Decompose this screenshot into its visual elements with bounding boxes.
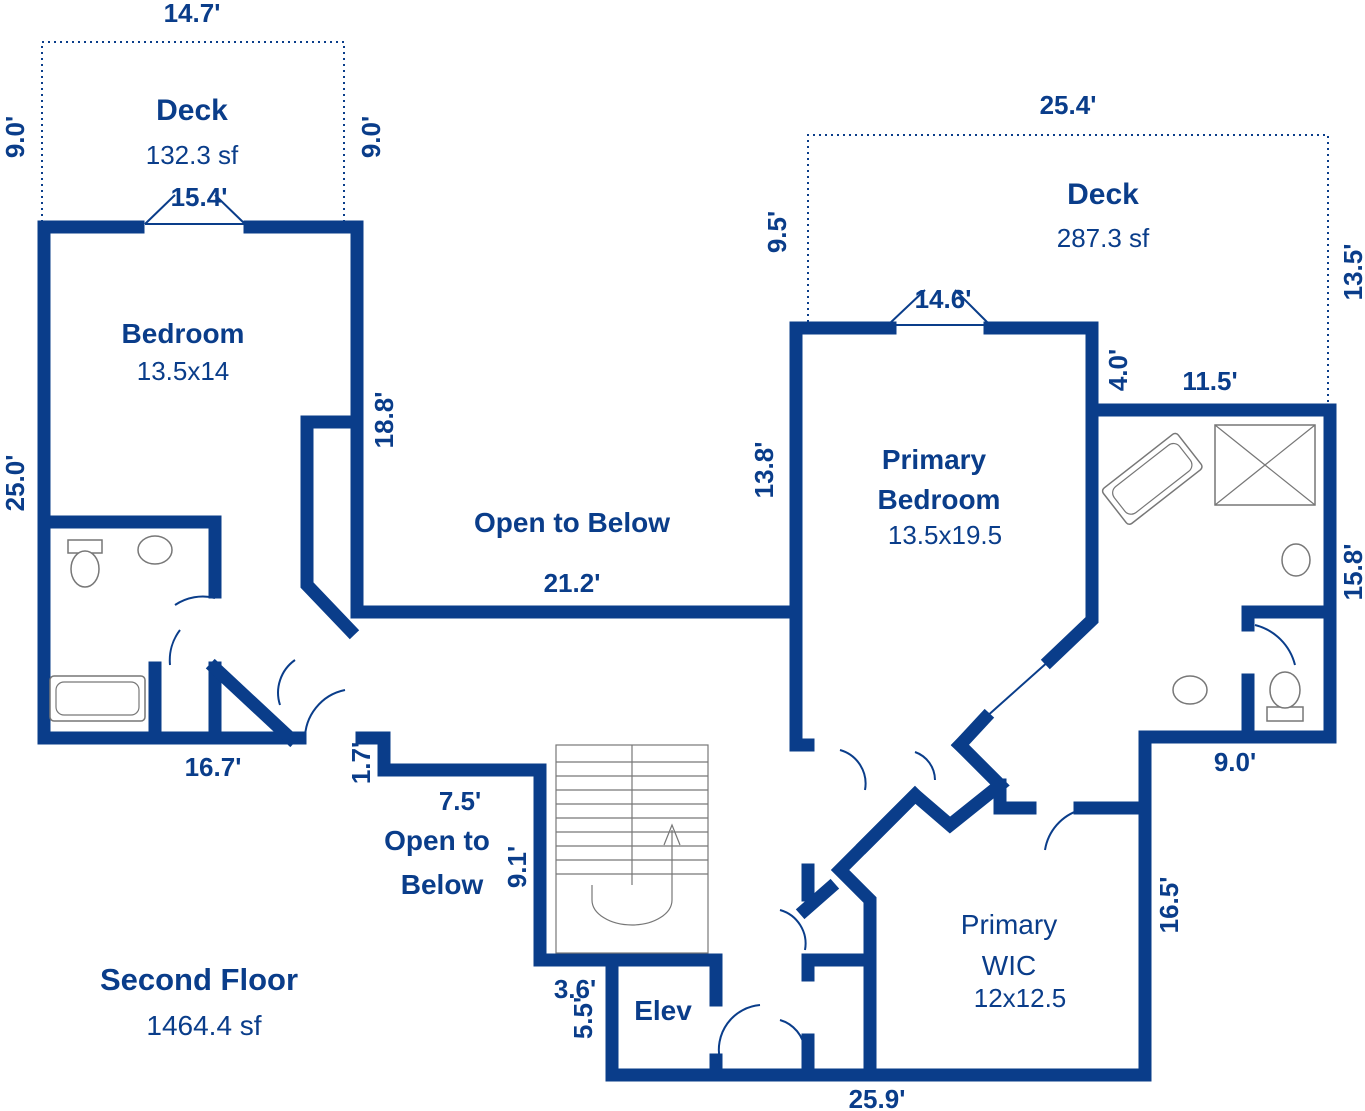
elevator-label: Elev (634, 995, 692, 1026)
dim-deck-left-right: 9.0' (356, 116, 386, 158)
open-below-small-2: Below (401, 869, 484, 900)
dim-deck-right-right: 13.5' (1338, 244, 1365, 301)
dim-elev-left: 5.5' (568, 997, 598, 1039)
dim-bath-bottom: 9.0' (1214, 747, 1256, 777)
dim-deck-right-left: 9.5' (762, 211, 792, 253)
dim-stair-left: 9.1' (502, 846, 532, 888)
room-labels: Deck 132.3 sf Deck 287.3 sf Bedroom 13.5… (100, 94, 1150, 1041)
dim-bedroom-right: 18.8' (369, 392, 399, 449)
primary-bedroom-line2: Bedroom (878, 484, 1001, 515)
dim-deck-right-width: 25.4' (1040, 90, 1097, 120)
deck-left-outline (41, 41, 345, 222)
dim-bath-right: 15.8' (1338, 544, 1365, 601)
dim-deck-left-width: 14.7' (164, 0, 221, 28)
deck-right-outline (807, 134, 1329, 408)
dim-open-bottom: 21.2' (544, 568, 601, 598)
doors (144, 194, 1296, 1061)
open-below-small-1: Open to (384, 825, 490, 856)
dim-elev-step: 3.6' (554, 974, 596, 1004)
dim-primary-left: 13.8' (749, 442, 779, 499)
bedroom-name: Bedroom (122, 318, 245, 349)
dim-bottom-total: 25.9' (849, 1084, 906, 1111)
dim-bath-step: 4.0' (1103, 349, 1133, 391)
dim-deck-left-left: 9.0' (0, 116, 30, 158)
primary-wic-size: 12x12.5 (974, 983, 1067, 1013)
primary-bedroom-line1: Primary (882, 444, 987, 475)
open-below-main: Open to Below (474, 507, 670, 538)
dim-bedroom-left: 25.0' (0, 455, 30, 512)
dim-bedroom-bottom: 16.7' (185, 752, 242, 782)
deck-right-name: Deck (1067, 178, 1139, 211)
dim-wic-right: 16.5' (1154, 877, 1184, 934)
dim-stair-top: 7.5' (439, 786, 481, 816)
walls (37, 220, 1337, 1082)
dim-deck-left-door: 15.4' (171, 182, 228, 212)
dim-deck-right-door: 14.6' (915, 284, 972, 314)
bedroom-size: 13.5x14 (137, 356, 230, 386)
floor-name: Second Floor (100, 962, 298, 997)
dim-stair-step: 1.7' (346, 742, 376, 784)
floor-area: 1464.4 sf (146, 1010, 261, 1041)
deck-left-area: 132.3 sf (146, 140, 239, 170)
primary-wic-line2: WIC (982, 950, 1036, 981)
primary-bedroom-size: 13.5x19.5 (888, 520, 1002, 550)
fixtures (49, 424, 1316, 722)
deck-left-name: Deck (156, 94, 228, 127)
dim-bath-top: 11.5' (1182, 366, 1237, 396)
deck-right-area: 287.3 sf (1057, 223, 1150, 253)
primary-wic-line1: Primary (961, 909, 1057, 940)
staircase (555, 744, 709, 954)
